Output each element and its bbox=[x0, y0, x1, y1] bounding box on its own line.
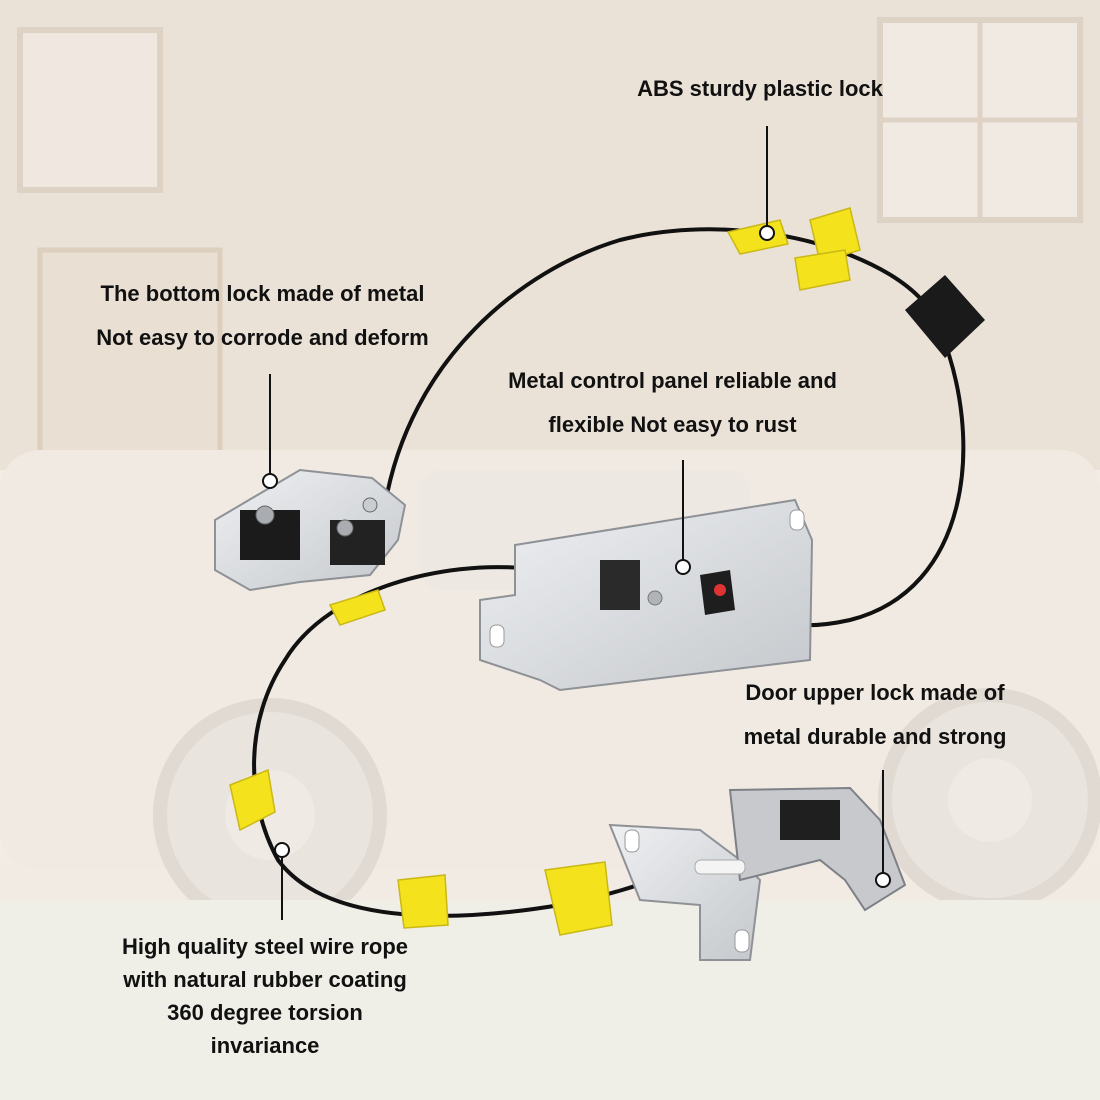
callout-bottom-lock-line-1: The bottom lock made of metal bbox=[100, 281, 425, 306]
callout-upper-lock-line-2: metal durable and strong bbox=[743, 724, 1007, 749]
callout-upper-lock-line-1: Door upper lock made of bbox=[745, 680, 1005, 705]
callout-dot bbox=[675, 559, 691, 575]
callout-control-panel: Metal control panel reliable and flexibl… bbox=[470, 359, 875, 447]
callout-wire-rope-line-2: with natural rubber coating bbox=[123, 967, 407, 992]
bottom-lock bbox=[214, 468, 407, 592]
callout-abs-lock: ABS sturdy plastic lock bbox=[590, 67, 930, 111]
callout-abs-lock-line-1: ABS sturdy plastic lock bbox=[637, 76, 883, 101]
control-panel bbox=[479, 498, 814, 692]
plastic-lock-block bbox=[905, 275, 985, 358]
callout-upper-lock: Door upper lock made of metal durable an… bbox=[715, 671, 1035, 759]
callout-bottom-lock-line-2: Not easy to corrode and deform bbox=[96, 325, 429, 350]
callout-wire-rope-line-4: invariance bbox=[210, 1033, 320, 1058]
callout-wire-rope: High quality steel wire rope with natura… bbox=[85, 930, 445, 1062]
callout-dot bbox=[875, 872, 891, 888]
callout-bottom-lock: The bottom lock made of metal Not easy t… bbox=[60, 272, 465, 360]
yellow-clips bbox=[229, 207, 861, 936]
callout-control-panel-line-1: Metal control panel reliable and bbox=[508, 368, 837, 393]
callout-leaders bbox=[262, 126, 891, 920]
callout-dot bbox=[274, 842, 290, 858]
callout-wire-rope-line-3: 360 degree torsion bbox=[167, 1000, 363, 1025]
callout-dot bbox=[262, 473, 278, 489]
callout-dot bbox=[759, 225, 775, 241]
callout-wire-rope-line-1: High quality steel wire rope bbox=[121, 934, 409, 959]
upper-lock bbox=[608, 786, 907, 961]
callout-control-panel-line-2: flexible Not easy to rust bbox=[548, 412, 797, 437]
background-ground bbox=[0, 900, 1100, 1100]
